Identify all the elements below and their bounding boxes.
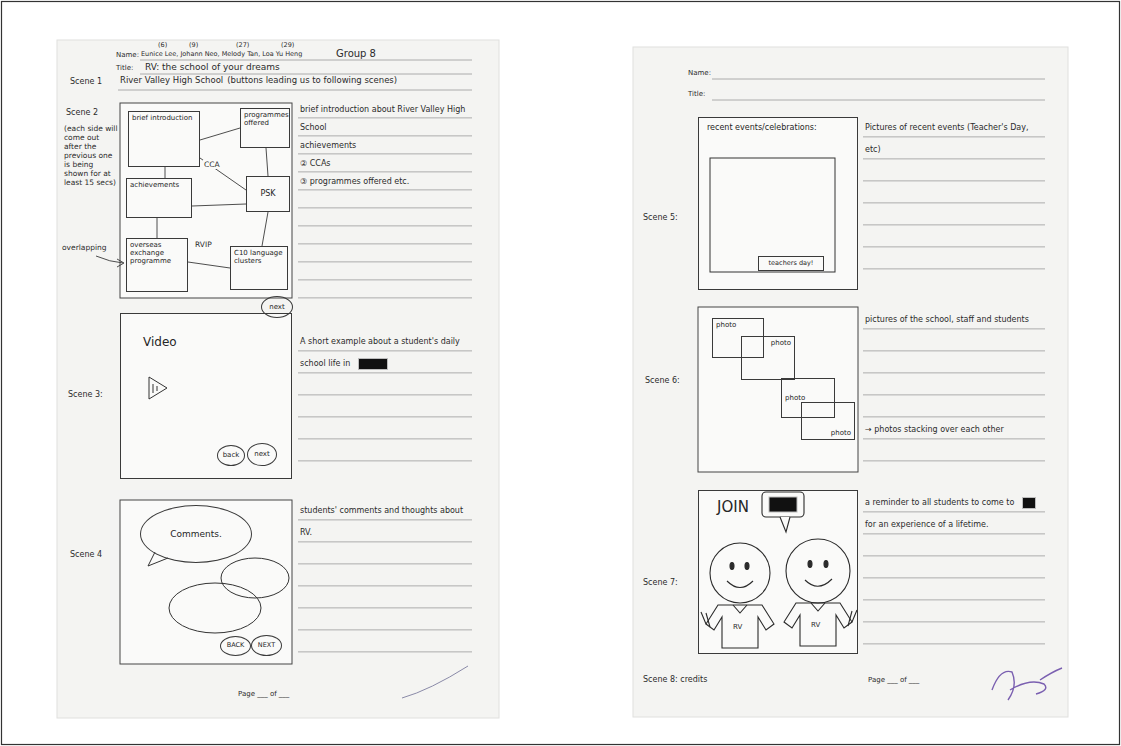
note-line: River Valley High School (buttons leading… [120,73,472,87]
note-column: students' comments and thoughts about RV… [300,500,472,544]
note-text: achievements [300,137,472,155]
node-text: PSK [260,189,275,198]
note-text: ② CCAs [300,155,472,173]
node-text: brief introduction [132,114,193,122]
node-text: photo [716,321,736,329]
scene-panel: JOIN [698,490,858,654]
nav-button: next [261,296,293,318]
panel-heading: recent events/celebrations: [707,123,817,132]
node-text: BACK [227,642,245,649]
photo-box: photo [741,336,795,380]
handwritten-label: Title: [688,90,705,98]
note-text: a reminder to all students to come to [865,498,1014,507]
note-text: brief introduction about River Valley Hi… [300,101,472,137]
topic-box: C10 language clusters [230,246,288,290]
note-text: (buttons leading us to following scenes) [227,75,397,85]
handwritten-label: (9) [189,42,198,50]
note-text: River Valley High School [120,75,223,85]
node-text: programmes offered [244,111,289,127]
topic-box: programmes offered [240,108,290,148]
handwritten-label: Scene 7: [643,578,678,588]
handwritten-label: (6) [158,42,167,50]
caption-box: teachers day! [758,256,824,271]
topic-box: brief introduction [128,111,200,167]
note-text: Pictures of recent events (Teacher's Day… [865,117,1043,161]
note-column: Pictures of recent events (Teacher's Day… [865,117,1043,161]
handwritten-label: Scene 6: [645,376,680,386]
note-text: → photos stacking over each other [865,419,1043,441]
node-text: next [269,303,285,311]
handwritten-label: Title: [116,64,133,72]
nav-button: next [247,443,277,466]
panel-heading: Video [143,336,177,350]
note-text: students' comments and thoughts about RV… [300,500,472,544]
node-text: teachers day! [769,260,814,267]
photo-box: photo [712,318,764,358]
note-line: a reminder to all students to come to for… [865,492,1043,536]
topic-box: PSK [246,176,290,212]
panel-heading: JOIN [717,499,749,516]
node-text: next [254,450,270,458]
node-text: photo [771,339,791,347]
note-column: pictures of the school, staff and studen… [865,309,1043,331]
handwritten-label: Eunice Lee, Johann Neo, Melody Tan, Loa … [141,51,302,59]
node-text: Comments. [170,529,222,539]
node-text: back [223,451,240,459]
handwritten-label: Scene 3: [68,390,103,400]
handwritten-label: RV [811,621,820,629]
handwritten-label: Group 8 [336,48,376,60]
note-column: A short example about a student's daily … [300,331,472,375]
note-text: ③ programmes offered etc. [300,173,472,191]
handwritten-label: overlapping [62,243,107,252]
nav-button: NEXT [251,635,282,656]
node-text: NEXT [258,642,275,649]
topic-box: achievements [126,178,192,218]
handwritten-label: RVIP [194,240,213,249]
note-text: pictures of the school, staff and studen… [865,309,1043,331]
handwritten-label: Page ___ of ___ [238,690,289,698]
handwritten-label: Name: [116,51,139,59]
node-text: achievements [130,181,179,189]
node-text: overseas exchange programme [130,241,184,265]
redaction-mark [358,358,388,370]
nav-button: BACK [220,636,251,656]
note-column: brief introduction about River Valley Hi… [300,101,472,191]
note-column: a reminder to all students to come to for… [865,492,1043,536]
handwritten-label: Scene 1 [70,77,102,87]
scene-panel: recent events/celebrations: teachers day! [698,117,858,290]
speech-bubble: Comments. [140,505,252,563]
nav-button: back [217,445,245,466]
node-text: photo [831,429,851,437]
handwritten-label: (27) [236,42,249,50]
photo-box: photo [781,378,835,418]
handwritten-label: RV: the school of your dreams [145,62,280,73]
note-column: River Valley High School (buttons leading… [120,73,472,87]
note-line: A short example about a student's daily … [300,331,472,375]
handwritten-label: RV [733,623,742,631]
handwritten-label: (each side will come out after the previ… [64,124,118,187]
photo-box: photo [801,402,855,440]
topic-box: overseas exchange programme [126,238,188,292]
handwritten-label: (29) [281,42,294,50]
redaction-mark [1022,497,1036,509]
note-column: → photos stacking over each other [865,419,1043,441]
handwritten-label: Scene 5: [643,213,678,223]
handwritten-label: Name: [688,69,711,77]
note-text: for an experience of a lifetime. [865,520,988,529]
handwritten-label: Scene 8: credits [643,675,707,685]
node-text: C10 language clusters [234,249,284,265]
node-text: photo [785,394,805,402]
handwritten-label: Page ___ of ___ [868,676,919,684]
handwritten-label: Scene 2 [66,108,98,118]
handwritten-label: CCA [203,160,221,169]
scene-panel: Video back next [120,313,292,479]
handwritten-label: Scene 4 [70,550,102,560]
